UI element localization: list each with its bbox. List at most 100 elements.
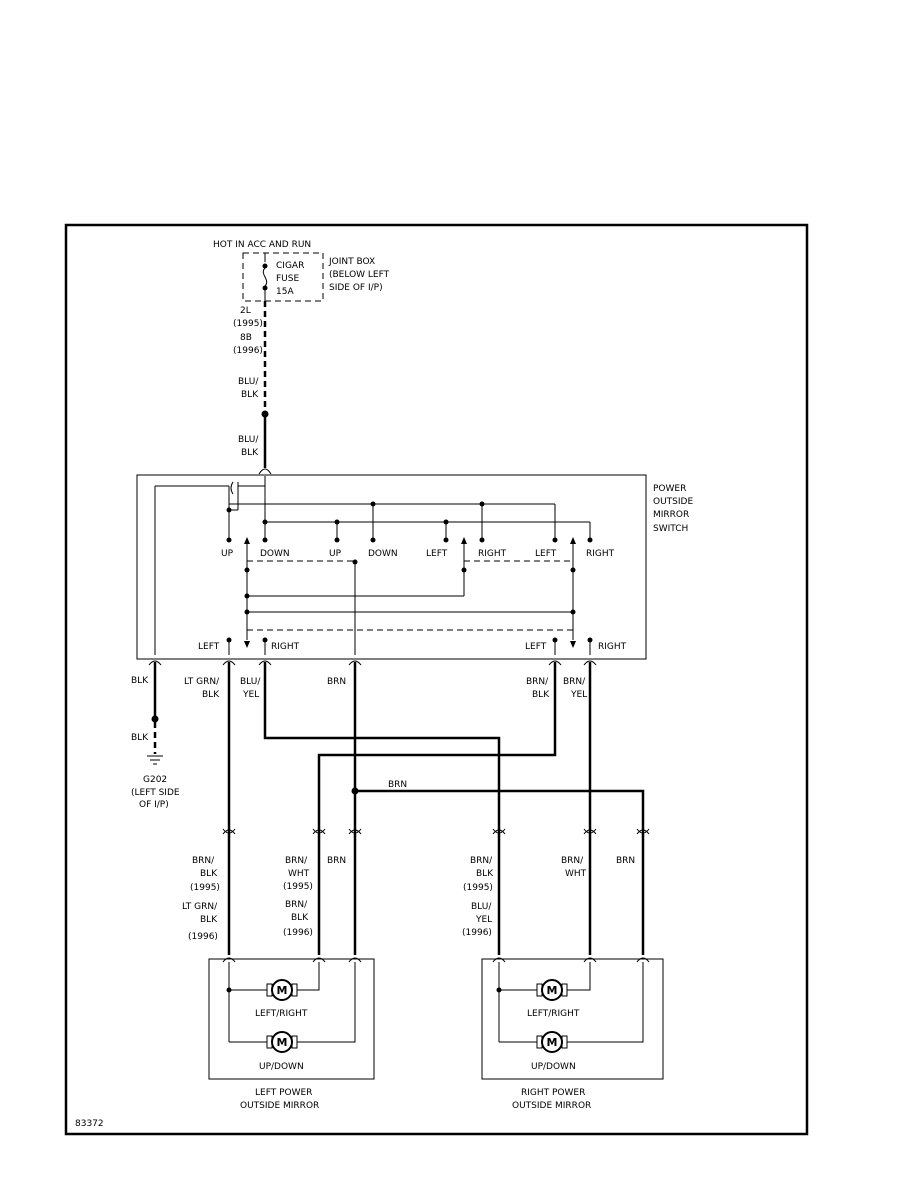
switch-internal-wiring	[154, 476, 591, 655]
svg-text:BRN/: BRN/	[470, 856, 493, 866]
svg-text:OUTSIDE: OUTSIDE	[653, 497, 693, 507]
svg-text:RIGHT: RIGHT	[271, 642, 300, 652]
switch-top-labels: UP DOWN UP DOWN LEFT RIGHT LEFT RIGHT	[221, 549, 615, 559]
svg-text:BLU/: BLU/	[238, 377, 259, 387]
svg-text:BRN/: BRN/	[563, 677, 586, 687]
wire-label-right-3: BRN	[616, 856, 635, 866]
svg-text:OF I/P): OF I/P)	[139, 800, 169, 810]
svg-text:15A: 15A	[276, 287, 294, 297]
joint-box-label: JOINT BOX (BELOW LEFT SIDE OF I/P)	[328, 257, 390, 293]
left-mirror-box	[208, 958, 375, 1080]
mirror-switch-box	[136, 474, 647, 660]
svg-text:DOWN: DOWN	[368, 549, 398, 559]
left-mirror-caption: LEFT POWER OUTSIDE MIRROR	[240, 1088, 319, 1111]
svg-text:UP: UP	[329, 549, 342, 559]
svg-text:BLK: BLK	[200, 869, 218, 879]
left-mirror-terminals	[222, 957, 362, 963]
left-mirror-junction	[226, 987, 232, 993]
svg-text:(BELOW LEFT: (BELOW LEFT	[329, 270, 390, 280]
svg-text:WHT: WHT	[565, 869, 587, 879]
svg-text:RIGHT: RIGHT	[598, 642, 627, 652]
svg-text:BLK: BLK	[241, 448, 259, 458]
fuse-terminal-bottom	[262, 285, 268, 291]
svg-text:BRN/: BRN/	[285, 900, 308, 910]
svg-text:CIGAR: CIGAR	[276, 261, 304, 271]
svg-text:RIGHT: RIGHT	[586, 549, 615, 559]
switch-bottom-connectors	[148, 660, 597, 666]
svg-text:WHT: WHT	[288, 869, 310, 879]
switch-title: POWER OUTSIDE MIRROR SWITCH	[653, 484, 693, 534]
fuse-terminal-top	[262, 263, 268, 269]
svg-text:LT GRN/: LT GRN/	[184, 677, 220, 687]
svg-text:YEL: YEL	[475, 915, 492, 925]
wire-label-blk-lower: BLK	[131, 733, 149, 743]
fuse-label: CIGAR FUSE 15A	[276, 261, 304, 297]
right-ud-motor-label: UP/DOWN	[531, 1062, 576, 1072]
svg-text:(1995): (1995)	[233, 319, 263, 329]
wire-label-left-1: BRN/ BLK (1995) LT GRN/ BLK (1996)	[182, 856, 220, 942]
svg-text:BRN/: BRN/	[526, 677, 549, 687]
svg-text:OUTSIDE MIRROR: OUTSIDE MIRROR	[512, 1101, 591, 1111]
right-mirror-terminals	[492, 957, 650, 963]
wire-label-blu-yel: BLU/ YEL	[240, 677, 261, 700]
wire-label-brn-switch: BRN	[327, 677, 346, 687]
svg-text:BLK: BLK	[200, 915, 218, 925]
svg-text:BRN/: BRN/	[192, 856, 215, 866]
right-lr-motor-label: LEFT/RIGHT	[527, 1009, 580, 1019]
svg-text:LT GRN/: LT GRN/	[182, 902, 218, 912]
svg-text:(LEFT SIDE: (LEFT SIDE	[131, 788, 180, 798]
left-ud-motor-symbol: M	[266, 1031, 298, 1053]
figure-id: 83372	[75, 1119, 104, 1129]
svg-text:(1996): (1996)	[283, 928, 313, 938]
svg-text:BRN/: BRN/	[285, 856, 308, 866]
svg-text:OUTSIDE MIRROR: OUTSIDE MIRROR	[240, 1101, 319, 1111]
svg-text:BLU/: BLU/	[240, 677, 261, 687]
switch-junction-dots	[226, 501, 593, 643]
wire-label-right-2: BRN/ WHT	[561, 856, 587, 879]
svg-text:SIDE OF I/P): SIDE OF I/P)	[329, 283, 383, 293]
wire-label-lt-grn-blk: LT GRN/ BLK	[184, 677, 220, 700]
svg-text:MIRROR: MIRROR	[653, 510, 689, 520]
right-mirror-box	[481, 958, 664, 1080]
harness-wires	[227, 662, 645, 955]
left-mirror-wiring	[228, 962, 356, 1043]
wire-label-brn-splice: BRN	[388, 780, 407, 790]
ground-label: G202 (LEFT SIDE OF I/P)	[131, 775, 180, 810]
svg-text:LEFT: LEFT	[426, 549, 448, 559]
wire-label-right-1: BRN/ BLK (1995) BLU/ YEL (1996)	[462, 856, 494, 938]
svg-text:(1995): (1995)	[463, 883, 493, 893]
svg-text:LEFT: LEFT	[535, 549, 557, 559]
left-lr-motor-symbol: M	[266, 979, 298, 1001]
svg-text:BLK: BLK	[291, 913, 309, 923]
svg-text:LEFT: LEFT	[525, 642, 547, 652]
svg-text:RIGHT: RIGHT	[478, 549, 507, 559]
svg-text:M: M	[547, 984, 558, 997]
svg-text:POWER: POWER	[653, 484, 686, 494]
svg-text:RIGHT POWER: RIGHT POWER	[521, 1088, 585, 1098]
svg-text:DOWN: DOWN	[260, 549, 290, 559]
wire-label-blk-upper: BLK	[131, 676, 149, 686]
wire-label-left-3: BRN	[327, 856, 346, 866]
svg-text:2L: 2L	[240, 306, 251, 316]
splice-brn	[351, 787, 359, 795]
svg-text:JOINT BOX: JOINT BOX	[328, 257, 375, 267]
right-mirror-junction	[496, 987, 502, 993]
right-mirror-wiring	[498, 962, 644, 1043]
svg-text:UP: UP	[221, 549, 234, 559]
switch-contact-arrows	[244, 537, 576, 648]
wire-label-brn-blk: BRN/ BLK	[526, 677, 550, 700]
svg-text:(1995): (1995)	[190, 883, 220, 893]
svg-text:LEFT: LEFT	[198, 642, 220, 652]
left-lr-motor-label: LEFT/RIGHT	[255, 1009, 308, 1019]
svg-text:BLU/: BLU/	[471, 902, 492, 912]
svg-text:(1995): (1995)	[283, 882, 313, 892]
wire-label-brn-yel: BRN/ YEL	[563, 677, 587, 700]
svg-text:YEL: YEL	[570, 690, 587, 700]
switch-bottom-labels: LEFT RIGHT LEFT RIGHT	[198, 642, 627, 652]
svg-text:(1996): (1996)	[188, 932, 218, 942]
svg-text:G202: G202	[143, 775, 167, 785]
fuse-symbol	[262, 267, 268, 287]
svg-text:M: M	[277, 984, 288, 997]
svg-text:LEFT POWER: LEFT POWER	[255, 1088, 312, 1098]
